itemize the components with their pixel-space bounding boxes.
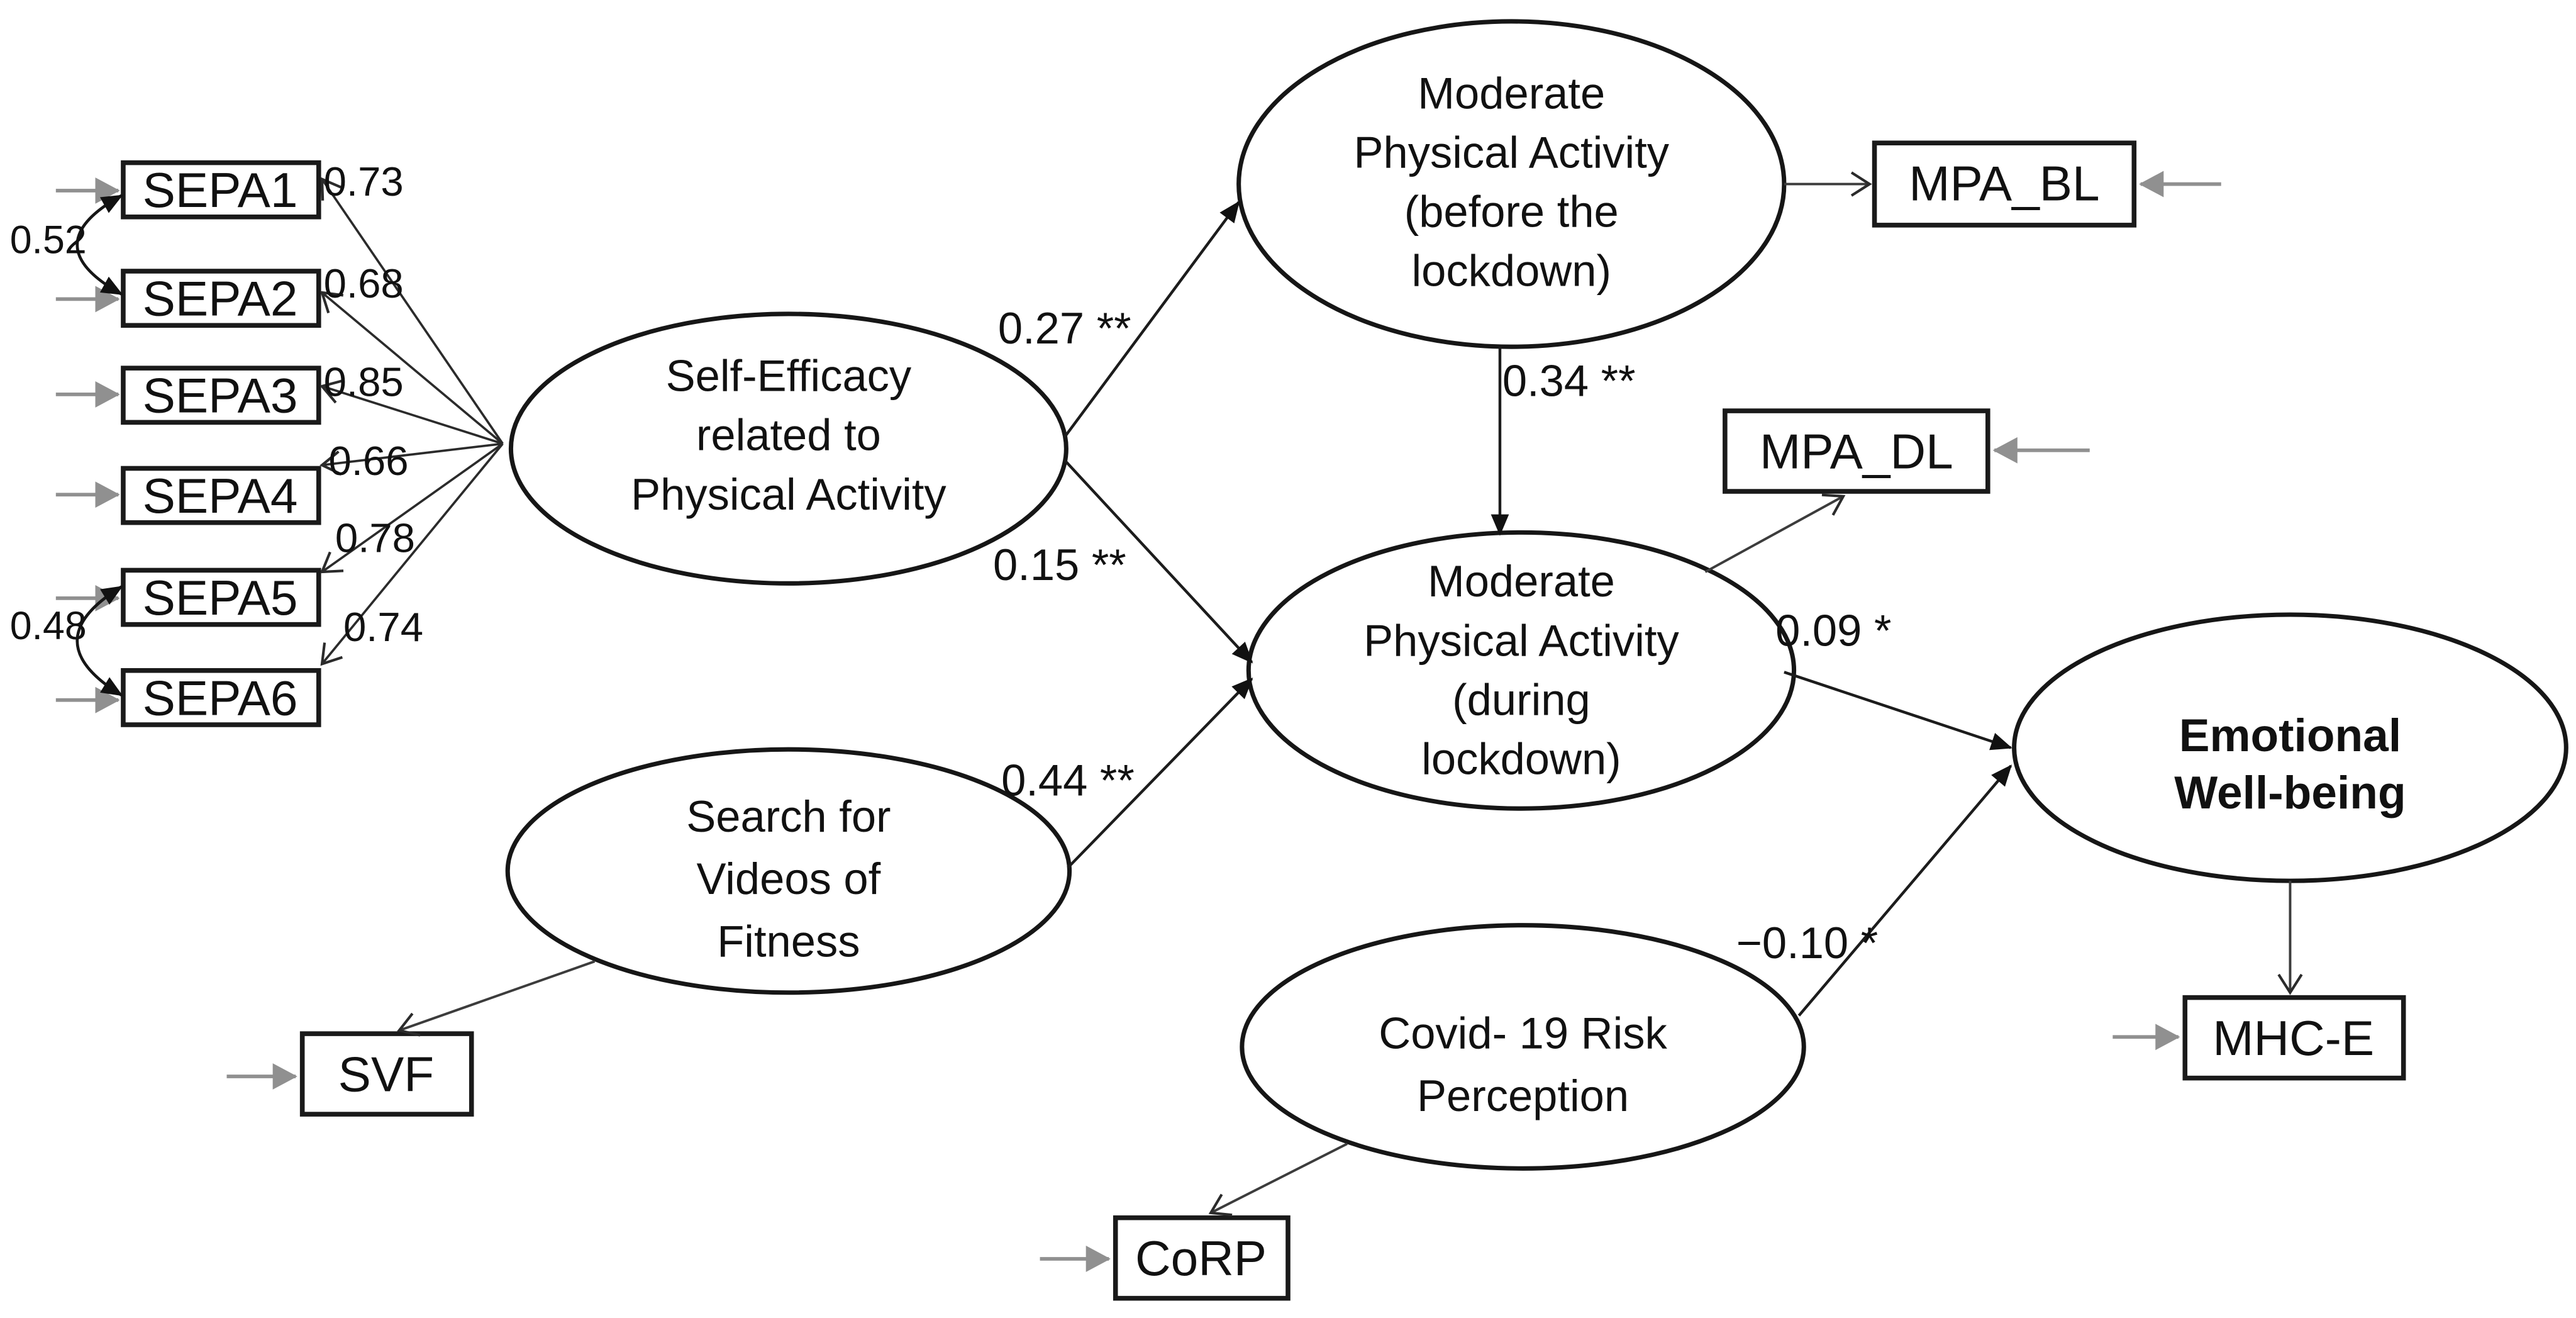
mpa-during-label-line4: lockdown) [1421,734,1621,783]
observed-sepa5: SEPA5 [121,567,321,627]
sepa6-label: SEPA6 [143,670,298,725]
coef-before-to-during: 0.34 ** [1502,356,1636,406]
observed-mpa-dl: MPA_DL [1723,408,1990,494]
svf-box [299,1031,474,1117]
latent-mpa-during-lockdown: Moderate Physical Activity (during lockd… [1246,530,1797,811]
latent-emotional-wellbeing: Emotional Well-being [2012,612,2568,883]
mpa-dl-box [1723,408,1990,494]
observed-sepa6: SEPA6 [121,667,321,727]
mhce-box [2182,995,2406,1081]
mpa-during-label-line2: Physical Activity [1363,615,1679,665]
covariance-arc-sepa1-sepa2 [75,194,123,296]
loading-sepa1: 0.73 [324,159,404,204]
sepa4-box [121,466,321,525]
loading-sepa6: 0.74 [343,604,423,650]
observed-sepa3: SEPA3 [121,366,321,425]
coef-during-to-ewb: 0.09 * [1775,606,1891,656]
mpa-bl-box [1872,140,2137,228]
sepa5-label: SEPA5 [143,570,298,625]
sepa1-label: SEPA1 [143,162,298,218]
arrow-mpa-during-to-mpa-dl [1704,493,1846,573]
mpa-during-label-line1: Moderate [1428,556,1615,606]
observed-sepa1: SEPA1 [121,160,321,220]
coef-se-to-during: 0.15 ** [993,540,1126,589]
mpa-before-label-line2: Physical Activity [1353,127,1669,177]
covid-risk-ellipse [1240,923,1806,1171]
mpa-before-label-line3: (before the [1404,186,1619,236]
covariance-sepa1-sepa2: 0.52 [10,218,87,262]
observed-sepa2: SEPA2 [121,269,321,328]
sepa2-box [121,269,321,328]
corp-box [1113,1215,1291,1301]
observed-mhce: MHC-E [2182,995,2406,1081]
observed-sepa4: SEPA4 [121,466,321,525]
svf-label: SVF [338,1047,434,1102]
latent-self-efficacy: Self-Efficacy related to Physical Activi… [508,311,1069,586]
search-videos-label-line1: Search for [686,791,891,841]
self-efficacy-ellipse [508,311,1069,586]
loading-sepa2: 0.68 [324,260,404,306]
mhce-label: MHC-E [2212,1010,2374,1066]
arrow-covid-risk-to-corp [1208,1142,1348,1217]
sepa1-box [121,160,321,220]
covid-risk-label-line1: Covid- 19 Risk [1379,1008,1667,1058]
mpa-during-label-line3: (during [1452,674,1591,724]
sepa5-box [121,567,321,627]
search-videos-ellipse [505,747,1072,995]
observed-corp: CoRP [1113,1215,1291,1301]
self-efficacy-label-line3: Physical Activity [631,469,947,519]
sepa3-box [121,366,321,425]
corp-label: CoRP [1135,1231,1267,1286]
search-videos-label-line3: Fitness [717,916,860,966]
latent-mpa-before-lockdown: Moderate Physical Activity (before the l… [1236,19,1787,349]
latent-covid-risk-perception: Covid- 19 Risk Perception [1240,923,1806,1171]
sepa3-label: SEPA3 [143,368,298,423]
loading-sepa4: 0.66 [328,438,408,484]
sepa6-box [121,667,321,727]
path-search-videos-to-mpa-during [1067,677,1253,869]
arrow-self-efficacy-to-sepa3 [319,379,503,445]
mpa-before-label-line1: Moderate [1418,68,1605,118]
arrow-search-videos-to-svf [397,960,596,1037]
arrow-self-efficacy-to-sepa2 [320,291,504,445]
sepa2-label: SEPA2 [143,271,298,327]
mpa-dl-label: MPA_DL [1760,423,1953,479]
coef-se-to-before: 0.27 ** [998,303,1131,353]
arrow-self-efficacy-to-sepa1 [320,177,504,445]
coef-svf-to-during: 0.44 ** [1001,755,1135,805]
arrow-self-efficacy-to-sepa6 [320,443,504,666]
latent-search-videos-fitness: Search for Videos of Fitness [505,747,1072,995]
mpa-before-label-line4: lockdown) [1412,246,1611,296]
observed-mpa-bl: MPA_BL [1872,140,2137,228]
loading-sepa3: 0.85 [324,359,404,405]
loading-sepa5: 0.78 [335,515,415,561]
arrow-self-efficacy-to-sepa4 [319,442,503,476]
coef-covid-to-ewb: −0.10 * [1736,918,1878,968]
covid-risk-label-line2: Perception [1417,1071,1629,1120]
search-videos-label-line2: Videos of [697,854,881,903]
emotional-wellbeing-label-line1: Emotional [2179,710,2401,761]
observed-svf: SVF [299,1031,474,1117]
path-covid-risk-to-emotional-wellbeing [1797,764,2012,1017]
mpa-during-ellipse [1246,530,1797,811]
emotional-wellbeing-label-line2: Well-being [2174,768,2406,818]
self-efficacy-label-line1: Self-Efficacy [666,351,912,401]
covariance-sepa5-sepa6: 0.48 [10,604,87,648]
path-self-efficacy-to-mpa-before [1063,201,1240,438]
sepa4-label: SEPA4 [143,468,298,523]
mpa-bl-label: MPA_BL [1909,156,2099,211]
self-efficacy-label-line2: related to [696,410,881,460]
arrow-self-efficacy-to-sepa5 [319,442,504,574]
path-self-efficacy-to-mpa-during [1063,459,1253,664]
covariance-arc-sepa5-sepa6 [75,585,123,696]
path-mpa-during-to-emotional-wellbeing [1784,671,2012,751]
